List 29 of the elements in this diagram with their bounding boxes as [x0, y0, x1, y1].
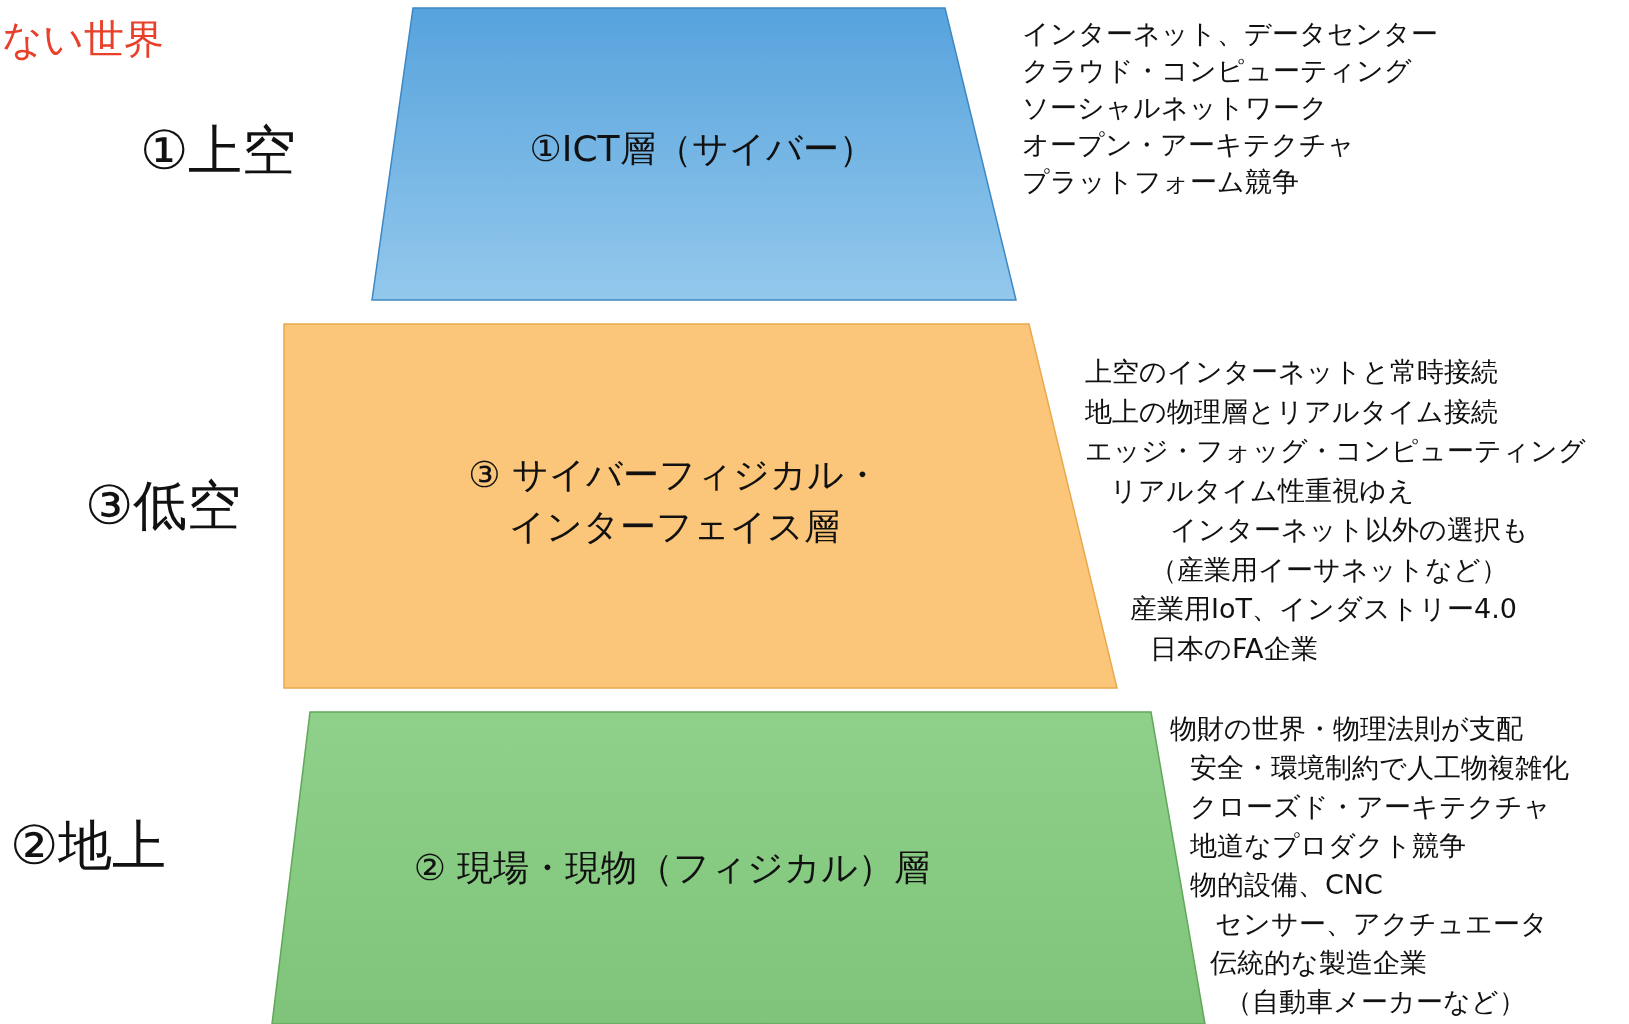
layer-trapezoid	[372, 8, 1017, 300]
layer-note: 安全・環境制約で人工物複雑化	[1190, 754, 1569, 781]
layer-note: 日本のFA企業	[1150, 634, 1318, 662]
layer-title: ①ICT層（サイバー）	[528, 127, 876, 171]
layer-note: 地上の物理層とリアルタイム接続	[1085, 397, 1498, 425]
layer-title: ② 現場・現物（フィジカル）層	[412, 846, 932, 890]
altitude-label: ②地上	[10, 813, 167, 879]
layer-note: エッジ・フォッグ・コンピューティング	[1085, 437, 1586, 464]
layer-note: （自動車メーカーなど）	[1225, 988, 1526, 1015]
layer-note: 物的設備、CNC	[1190, 871, 1383, 898]
layer-note: プラットフォーム競争	[1022, 168, 1299, 195]
layer-note: クラウド・コンピューティング	[1022, 57, 1412, 84]
layer-note: 上空のインターネットと常時接続	[1085, 358, 1498, 385]
layer-note: 物財の世界・物理法則が支配	[1170, 715, 1523, 742]
layer-note: 地道なプロダクト競争	[1190, 832, 1466, 859]
layer-note: センサー、アクチュエータ	[1215, 910, 1548, 937]
layer-note: ソーシャルネットワーク	[1022, 94, 1328, 121]
layer-note: （産業用イーサネットなど）	[1150, 555, 1508, 583]
layer-title: ③ サイバーフィジカル・インターフェイス層	[467, 453, 881, 550]
layer-note: 伝統的な製造企業	[1210, 949, 1427, 976]
altitude-label: ①上空	[140, 118, 297, 184]
heading-text: ない世界	[2, 15, 164, 64]
layer-note: インターネット以外の選択も	[1170, 516, 1529, 543]
layer-note: リアルタイム性重視ゆえ	[1110, 476, 1415, 504]
layer-note: 産業用IoT、インダストリー4.0	[1130, 595, 1517, 622]
layer-note: オープン・アーキテクチャ	[1022, 131, 1355, 158]
layer-note: インターネット、データセンター	[1022, 20, 1438, 47]
layer-note: クローズド・アーキテクチャ	[1190, 793, 1551, 820]
altitude-label: ③低空	[85, 473, 242, 539]
